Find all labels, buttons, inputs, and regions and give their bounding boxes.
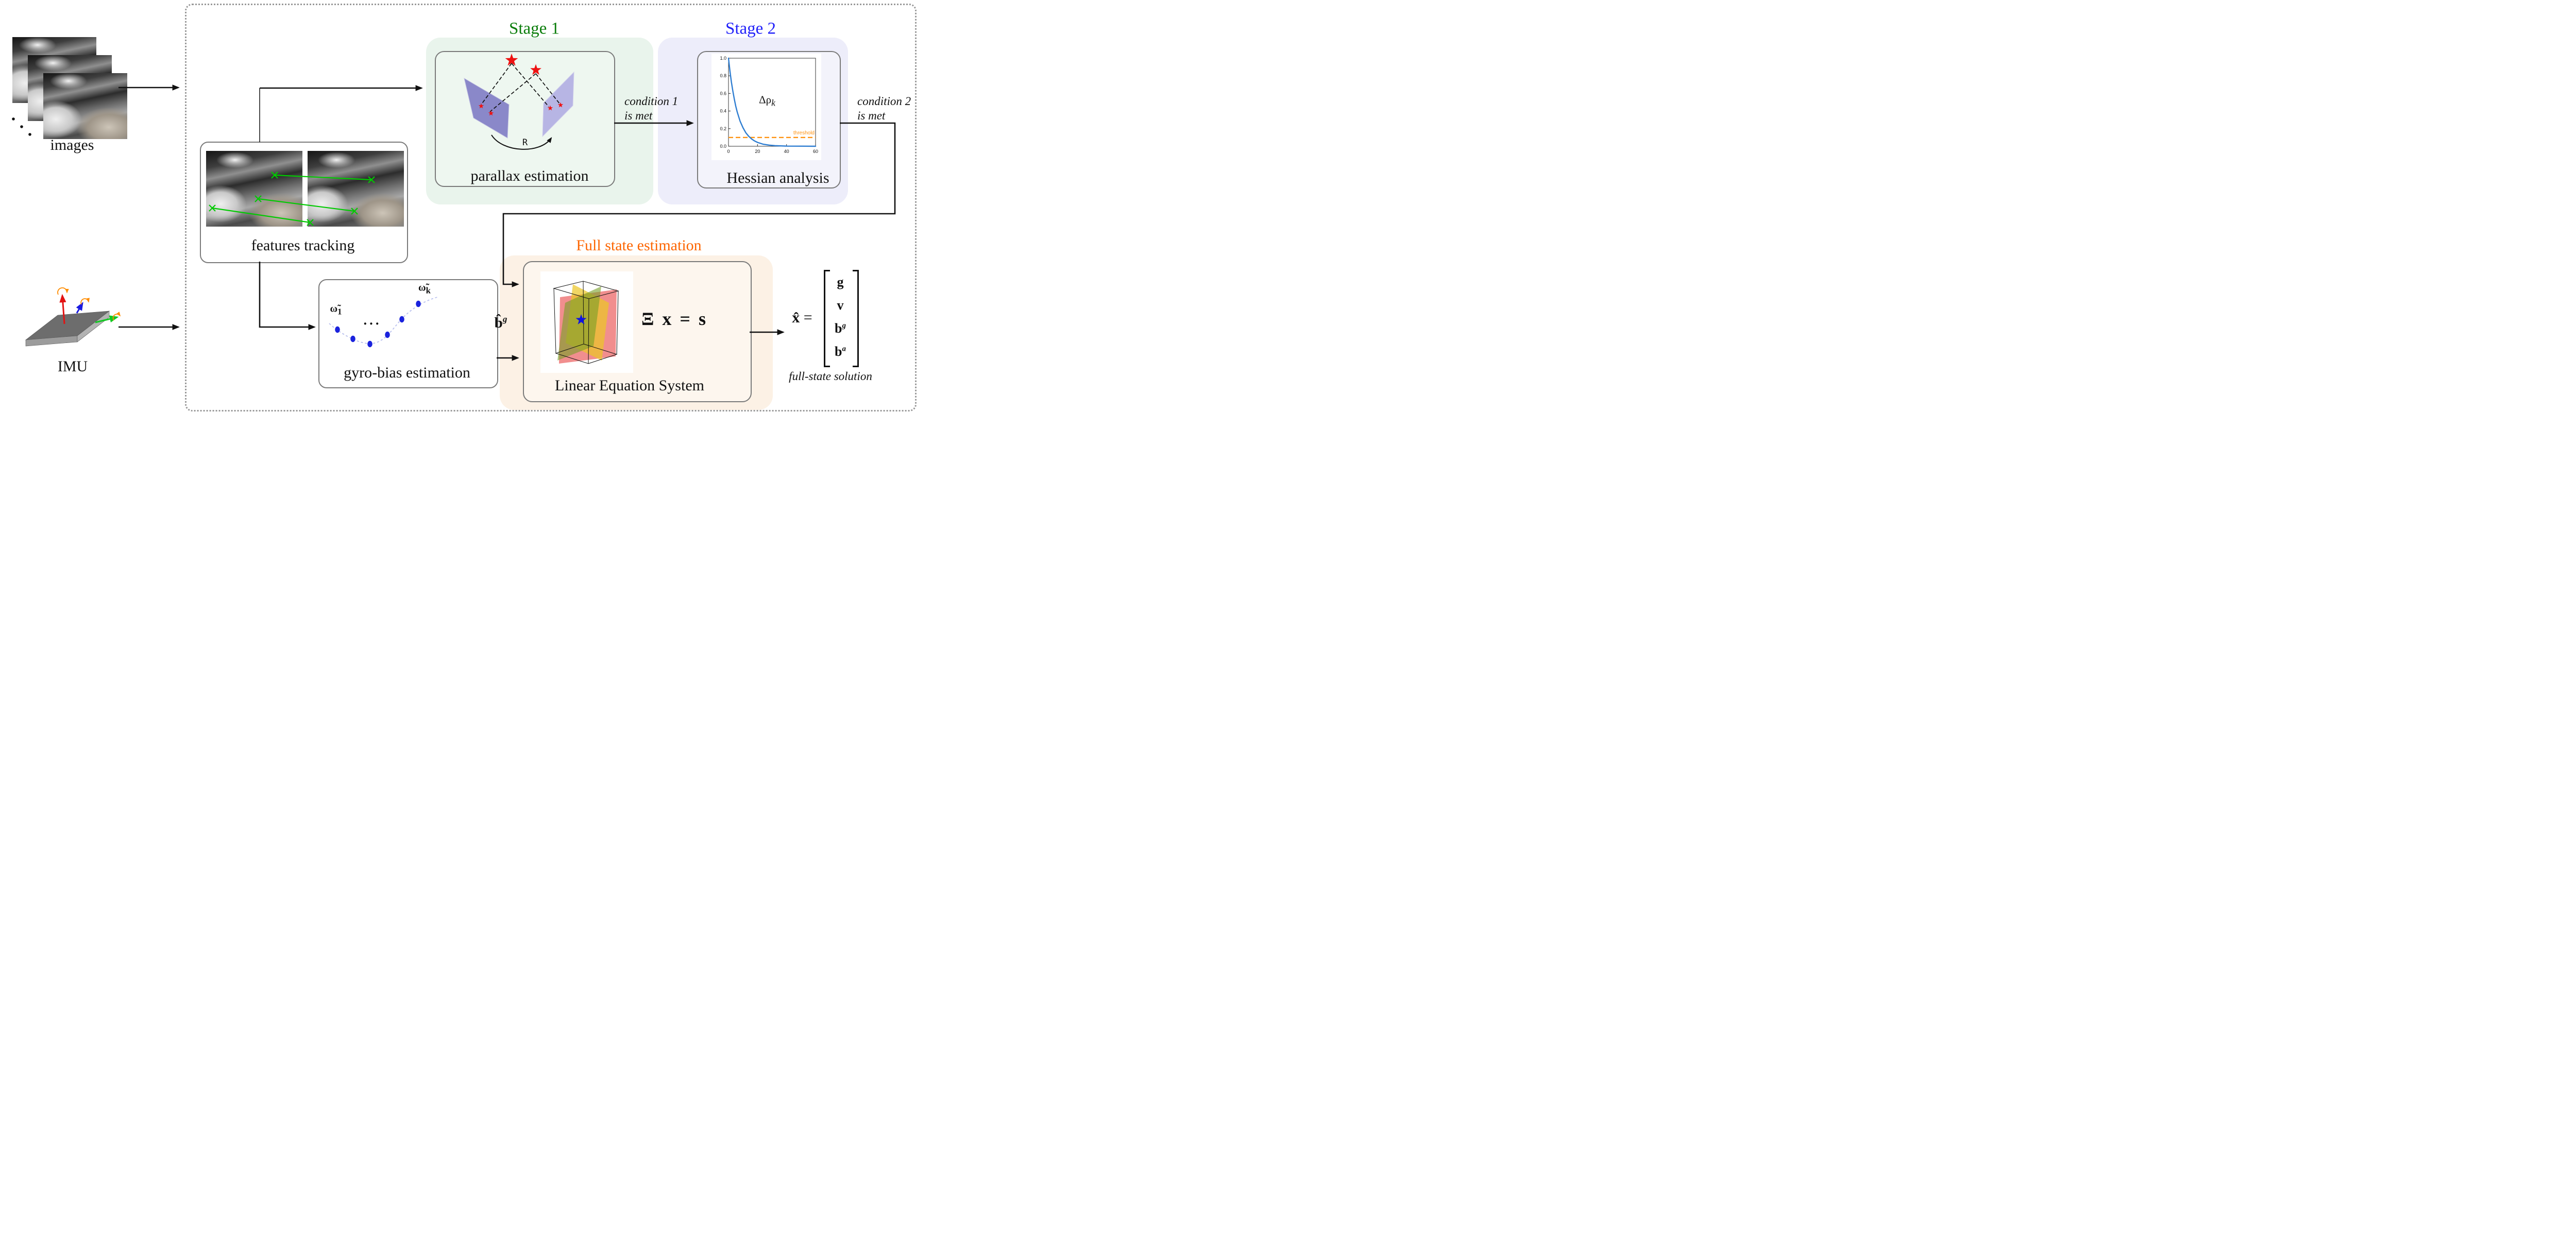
- svg-text:0.8: 0.8: [720, 73, 726, 78]
- vector-bracket-left: [824, 270, 830, 367]
- imu-axis-z-icon: [59, 294, 66, 324]
- image-stack-ellipsis-icon: [12, 117, 31, 136]
- svg-text:0.6: 0.6: [720, 91, 726, 96]
- condition2-line2: is met: [857, 109, 886, 122]
- camera-plane-left: [464, 77, 510, 139]
- omegak-symbol: ω̃k: [418, 282, 431, 296]
- projection-rays: [481, 63, 560, 112]
- omega1-symbol: ω̃1: [330, 303, 342, 317]
- images-label: images: [50, 136, 94, 153]
- svg-text:0.4: 0.4: [720, 109, 726, 114]
- bias-base: b̂: [494, 314, 503, 331]
- entry-sup: a: [842, 344, 846, 353]
- vector-bracket-right: [853, 270, 859, 367]
- arrow-features-to-gyro: [259, 262, 316, 330]
- delta-rho-base: Δρ: [759, 93, 772, 106]
- hessian-label: Hessian analysis: [726, 169, 829, 186]
- state-entry-v: v: [837, 299, 844, 312]
- system-dashed-container: [185, 4, 917, 411]
- hessian-plot-panel: 0.0 0.2 0.4 0.6 0.8 1.0 0 20 40 60 threshold: [711, 54, 821, 160]
- feature-match-overlay: [209, 171, 375, 226]
- gyro-bias-label: gyro-bias estimation: [344, 364, 470, 381]
- plane-green: [557, 286, 601, 360]
- imu-label: IMU: [57, 358, 88, 375]
- threshold-label: threshold: [793, 130, 815, 136]
- tracked-frame-right: [308, 151, 404, 227]
- svg-text:1.0: 1.0: [720, 56, 726, 61]
- diagram-canvas: 0.0 0.2 0.4 0.6 0.8 1.0 0 20 40 60 threshold: [0, 0, 918, 412]
- features-tracking-label: features tracking: [251, 237, 355, 254]
- state-vector-entries: g v bg ba: [827, 271, 853, 363]
- omega1-sub: 1: [337, 306, 342, 317]
- parallax-estimation-box: [435, 51, 615, 187]
- rotation-symbol: R: [522, 138, 528, 148]
- rotation-arc-icon: [491, 134, 552, 150]
- svg-text:20: 20: [755, 149, 760, 154]
- entry-base: g: [837, 274, 844, 290]
- state-entry-ba: ba: [835, 345, 846, 358]
- gyro-sample-dots: [335, 300, 421, 348]
- plot-dynamic-layer: 0.0 0.2 0.4 0.6 0.8 1.0 0 20 40 60: [720, 56, 818, 154]
- delta-rho-symbol: Δρk: [759, 93, 775, 108]
- omegak-sub: k: [426, 285, 431, 296]
- entry-base: b: [835, 344, 842, 359]
- condition1-line1: condition 1: [624, 95, 679, 108]
- gyro-bias-symbol: b̂g: [495, 314, 507, 332]
- landmark-star-icons: [478, 54, 564, 116]
- plot-frame: [728, 58, 816, 147]
- connector-arrows: [118, 84, 896, 361]
- parallax-label: parallax estimation: [470, 167, 589, 184]
- solution-space-sketch: [553, 281, 619, 364]
- solution-star-icon: [575, 314, 587, 324]
- svg-text:0.2: 0.2: [720, 126, 726, 131]
- full-state-solution-label: full-state solution: [789, 370, 872, 383]
- condition2-line1: condition 2: [857, 95, 911, 108]
- condition2-label: condition 2 is met: [857, 94, 911, 123]
- entry-base: v: [837, 298, 844, 313]
- diagram-overlay: [12, 54, 896, 364]
- entry-base: b: [835, 320, 842, 336]
- condition1-label: condition 1 is met: [624, 94, 678, 123]
- delta-rho-sub: k: [771, 97, 775, 108]
- bias-sup: g: [502, 314, 507, 324]
- omegak-base: ω̃: [418, 282, 426, 294]
- gyro-dashed-curve: [329, 297, 438, 345]
- feature-cross-icons: [209, 171, 375, 226]
- imu-sketch: [25, 287, 121, 347]
- arrow-condition2-feedback: [502, 122, 896, 287]
- xi-equation: Ξ x = s: [641, 308, 706, 329]
- svg-text:60: 60: [813, 149, 818, 154]
- svg-text:0: 0: [727, 149, 730, 154]
- state-entry-g: g: [837, 276, 844, 289]
- parallax-sketch: [464, 54, 574, 150]
- gyro-ellipsis: ···: [363, 316, 381, 331]
- entry-sup: g: [842, 321, 846, 330]
- gyro-bias-box: [318, 279, 498, 388]
- condition1-line2: is met: [624, 109, 653, 122]
- match-lines: [212, 174, 372, 224]
- gyro-measurement-curve: [329, 297, 438, 348]
- svg-text:0.0: 0.0: [720, 144, 726, 149]
- xhat-base: x̂: [792, 309, 800, 326]
- svg-text:40: 40: [784, 149, 789, 154]
- equals-sign: =: [803, 309, 812, 326]
- state-entry-bg: bg: [835, 320, 846, 336]
- stage1-title: Stage 1: [509, 19, 560, 38]
- xhat-equals: x̂ =: [792, 309, 812, 327]
- les-label: Linear Equation System: [555, 377, 704, 394]
- camera-frame-photo: [43, 73, 127, 139]
- full-state-title: Full state estimation: [576, 237, 702, 254]
- cube-wireframe: [553, 281, 619, 364]
- omega1-base: ω̃: [330, 303, 338, 315]
- stage2-title: Stage 2: [725, 19, 776, 38]
- imu-axis-y-icon: [76, 302, 83, 314]
- hessian-decay-chart: 0.0 0.2 0.4 0.6 0.8 1.0 0 20 40 60 threshold: [720, 56, 818, 154]
- imu-rotation-arcs-icon: [57, 287, 121, 321]
